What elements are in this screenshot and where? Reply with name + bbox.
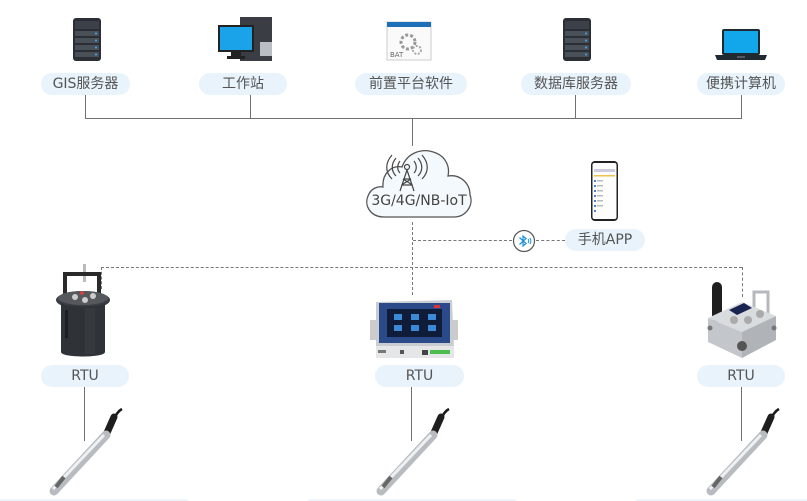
connector-line: [741, 95, 742, 119]
rtu-label: RTU: [41, 365, 129, 387]
probe-sensor-icon: [376, 407, 450, 496]
server-icon: [73, 18, 101, 61]
connector-line: [85, 95, 86, 119]
dashed-connector: [413, 240, 512, 241]
compact-rtu-icon: [707, 282, 777, 358]
node-label-database-server: 数据库服务器: [521, 73, 631, 95]
connector-line: [412, 118, 413, 146]
smartphone-icon: [591, 161, 618, 221]
connector-line: [741, 387, 742, 441]
probe-sensor-icon: [706, 407, 780, 496]
node-label-laptop: 便携计算机: [697, 73, 785, 95]
mobile-app-label: 手机APP: [565, 229, 645, 251]
bat-label: BAT: [390, 51, 404, 59]
dashed-connector: [101, 267, 102, 289]
divider: [0, 499, 188, 501]
rtu-label: RTU: [375, 365, 464, 387]
bus-line: [85, 118, 742, 119]
connector-line: [84, 387, 85, 441]
node-label-gis-server: GIS服务器: [41, 73, 130, 95]
probe-sensor-icon: [49, 407, 123, 496]
connector-line: [411, 387, 412, 441]
bat-software-icon: BAT: [386, 21, 432, 61]
dashed-connector: [412, 222, 413, 270]
network-label: 3G/4G/NB-IoT: [371, 193, 467, 209]
panel-rtu-icon: [370, 300, 458, 358]
dashed-connector: [536, 240, 565, 241]
node-label-workstation: 工作站: [199, 73, 287, 95]
connector-line: [575, 95, 576, 119]
laptop-icon: [715, 29, 767, 60]
connector-line: [250, 95, 251, 119]
divider: [308, 499, 516, 501]
node-label-front-end-software: 前置平台软件: [355, 73, 467, 95]
rtu-label: RTU: [697, 365, 785, 387]
desktop-computer-icon: [218, 17, 272, 61]
cylindrical-rtu-icon: [56, 264, 110, 357]
dashed-rtu-bus: [101, 267, 742, 268]
dashed-connector: [742, 267, 743, 297]
dashed-connector: [412, 267, 413, 295]
divider: [636, 499, 807, 501]
server-icon: [563, 18, 591, 61]
bluetooth-icon: [512, 229, 536, 253]
cloud-tower-icon: [366, 150, 472, 218]
